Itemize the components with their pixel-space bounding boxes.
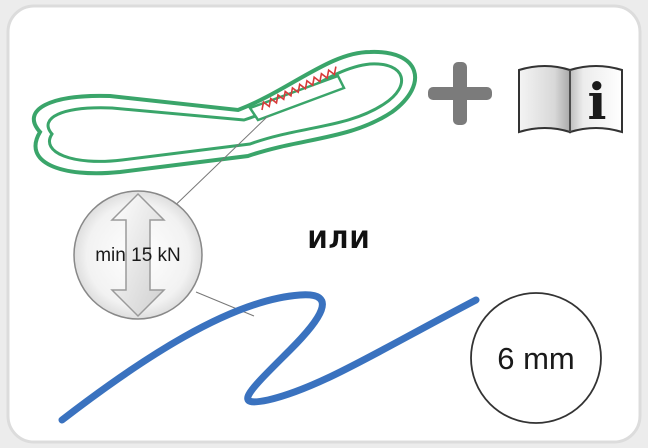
strength-magnifier: min 15 kN [73, 190, 203, 320]
stitched-section [248, 74, 346, 122]
leader-line-sling [161, 115, 269, 219]
stitching-zigzag [261, 66, 337, 111]
rope-icon [58, 291, 480, 424]
sewn-sling-icon [32, 49, 418, 176]
plus-icon [428, 62, 492, 125]
strength-arrows-icon [110, 192, 166, 318]
rope-diameter-badge: 6 mm [470, 292, 602, 424]
leader-line-rope [195, 291, 255, 317]
strength-label: min 15 kN [95, 245, 181, 266]
diameter-label: 6 mm [497, 341, 575, 376]
info-symbol: i [588, 72, 607, 131]
diameter-circle [470, 292, 602, 424]
instruction-manual-icon: i [518, 65, 623, 134]
or-word: ИЛИ [307, 226, 370, 254]
